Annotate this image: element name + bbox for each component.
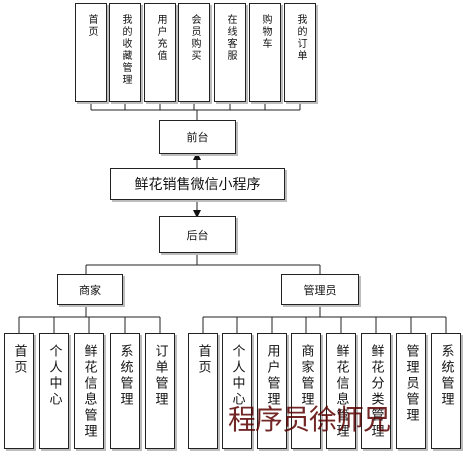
node-label: 我的收藏管理 xyxy=(120,14,131,86)
node-favorites-management: 我的收藏管理 xyxy=(109,3,141,102)
node-label: 个人中心 xyxy=(229,344,245,408)
node-label: 用户管理 xyxy=(264,344,280,408)
node-label: 订单管理 xyxy=(152,344,168,408)
backend-label: 后台 xyxy=(186,228,209,242)
node-membership-purchase: 会员购买 xyxy=(178,3,210,102)
node-frontend: 前台 xyxy=(159,120,236,154)
watermark: 程序员徐师兄 xyxy=(228,403,391,436)
admin-node-flower-category: 鲜花分类管理 xyxy=(361,333,391,449)
node-label: 首页 xyxy=(86,14,97,38)
system-title: 鲜花销售微信小程序 xyxy=(134,177,261,193)
admin-node-home: 首页 xyxy=(188,333,218,449)
node-label: 我的订单 xyxy=(295,14,306,62)
merchant-node-personal-center: 个人中心 xyxy=(39,333,69,449)
admin-node-flower-info: 鲜花信息管理 xyxy=(326,333,356,449)
admin-node-system: 系统管理 xyxy=(431,333,461,449)
node-backend: 后台 xyxy=(159,216,236,253)
merchant-node-home: 首页 xyxy=(4,333,34,449)
node-label: 系统管理 xyxy=(117,344,133,408)
node-label: 商家管理 xyxy=(298,344,314,408)
merchant-node-flower-info: 鲜花信息管理 xyxy=(74,333,104,449)
node-label: 鲜花信息管理 xyxy=(81,344,97,440)
node-user-recharge: 用户充值 xyxy=(144,3,176,102)
node-label: 首页 xyxy=(195,344,211,376)
admin-node-user-management: 用户管理 xyxy=(257,333,287,449)
node-admin: 管理员 xyxy=(281,274,359,305)
admin-label: 管理员 xyxy=(303,283,337,297)
admin-node-personal-center: 个人中心 xyxy=(222,333,252,449)
merchant-label: 商家 xyxy=(79,283,101,297)
node-label: 鲜花分类管理 xyxy=(368,344,384,440)
node-label: 购物车 xyxy=(260,14,271,50)
node-system-title: 鲜花销售微信小程序 xyxy=(110,168,285,200)
node-merchant: 商家 xyxy=(57,274,123,305)
node-label: 会员购买 xyxy=(189,14,200,62)
admin-node-admin-management: 管理员管理 xyxy=(396,333,426,449)
node-home: 首页 xyxy=(75,3,107,102)
node-label: 首页 xyxy=(11,344,27,376)
node-online-service: 在线客服 xyxy=(214,3,246,102)
admin-node-merchant-management: 商家管理 xyxy=(291,333,321,449)
node-label: 系统管理 xyxy=(438,344,454,408)
node-shopping-cart: 购物车 xyxy=(249,3,281,102)
node-my-orders: 我的订单 xyxy=(284,3,316,102)
node-label: 鲜花信息管理 xyxy=(333,344,349,440)
node-label: 在线客服 xyxy=(225,14,236,62)
node-label: 管理员管理 xyxy=(403,344,419,424)
merchant-node-orders: 订单管理 xyxy=(145,333,175,449)
frontend-label: 前台 xyxy=(186,131,209,144)
node-label: 用户充值 xyxy=(155,14,166,62)
node-label: 个人中心 xyxy=(46,344,62,408)
merchant-node-system: 系统管理 xyxy=(110,333,140,449)
